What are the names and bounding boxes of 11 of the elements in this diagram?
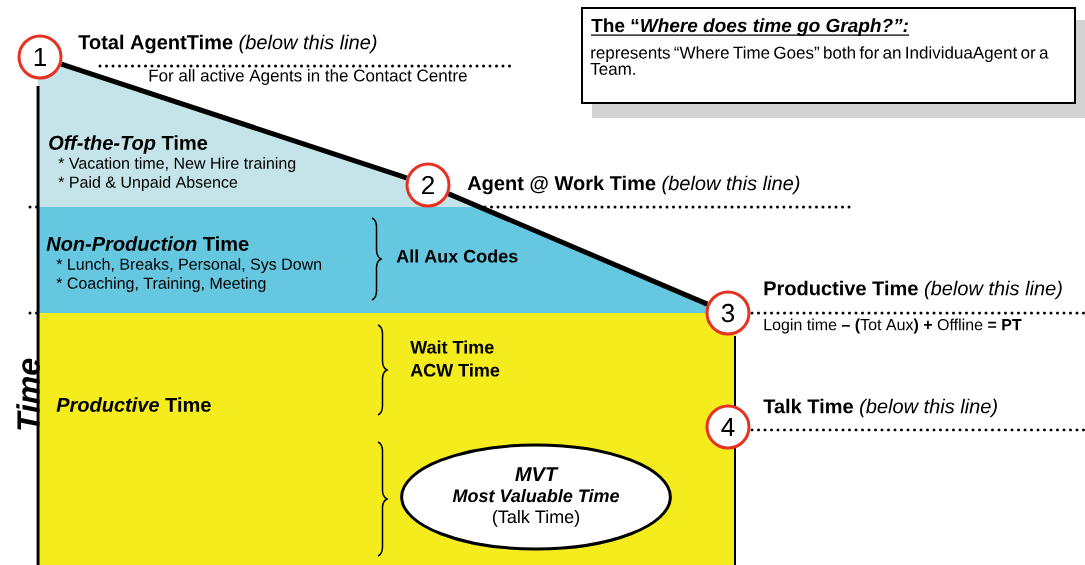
- slope-line: [447, 191, 709, 307]
- formula-text: Login time – (Tot Aux) + Offline = PT: [764, 318, 1022, 334]
- line-label: Productive Time (below this line): [764, 280, 1062, 300]
- bracket-label: All Aux Codes: [396, 249, 518, 263]
- bracket-label: Wait Time: [410, 340, 494, 354]
- line-label: Talk Time (below this line): [763, 398, 997, 418]
- line-label: Total AgentTime (below this line): [78, 34, 377, 54]
- info-box: The “Where does time go Graph?”: represents “Where Time Goes” both for an IndividuaAgent or a Team.: [581, 7, 1085, 118]
- slope-line: [60, 61, 408, 181]
- bracket-label: ACW Time: [410, 363, 500, 377]
- note-text: For all active Agents in the Contact Centre: [149, 69, 467, 85]
